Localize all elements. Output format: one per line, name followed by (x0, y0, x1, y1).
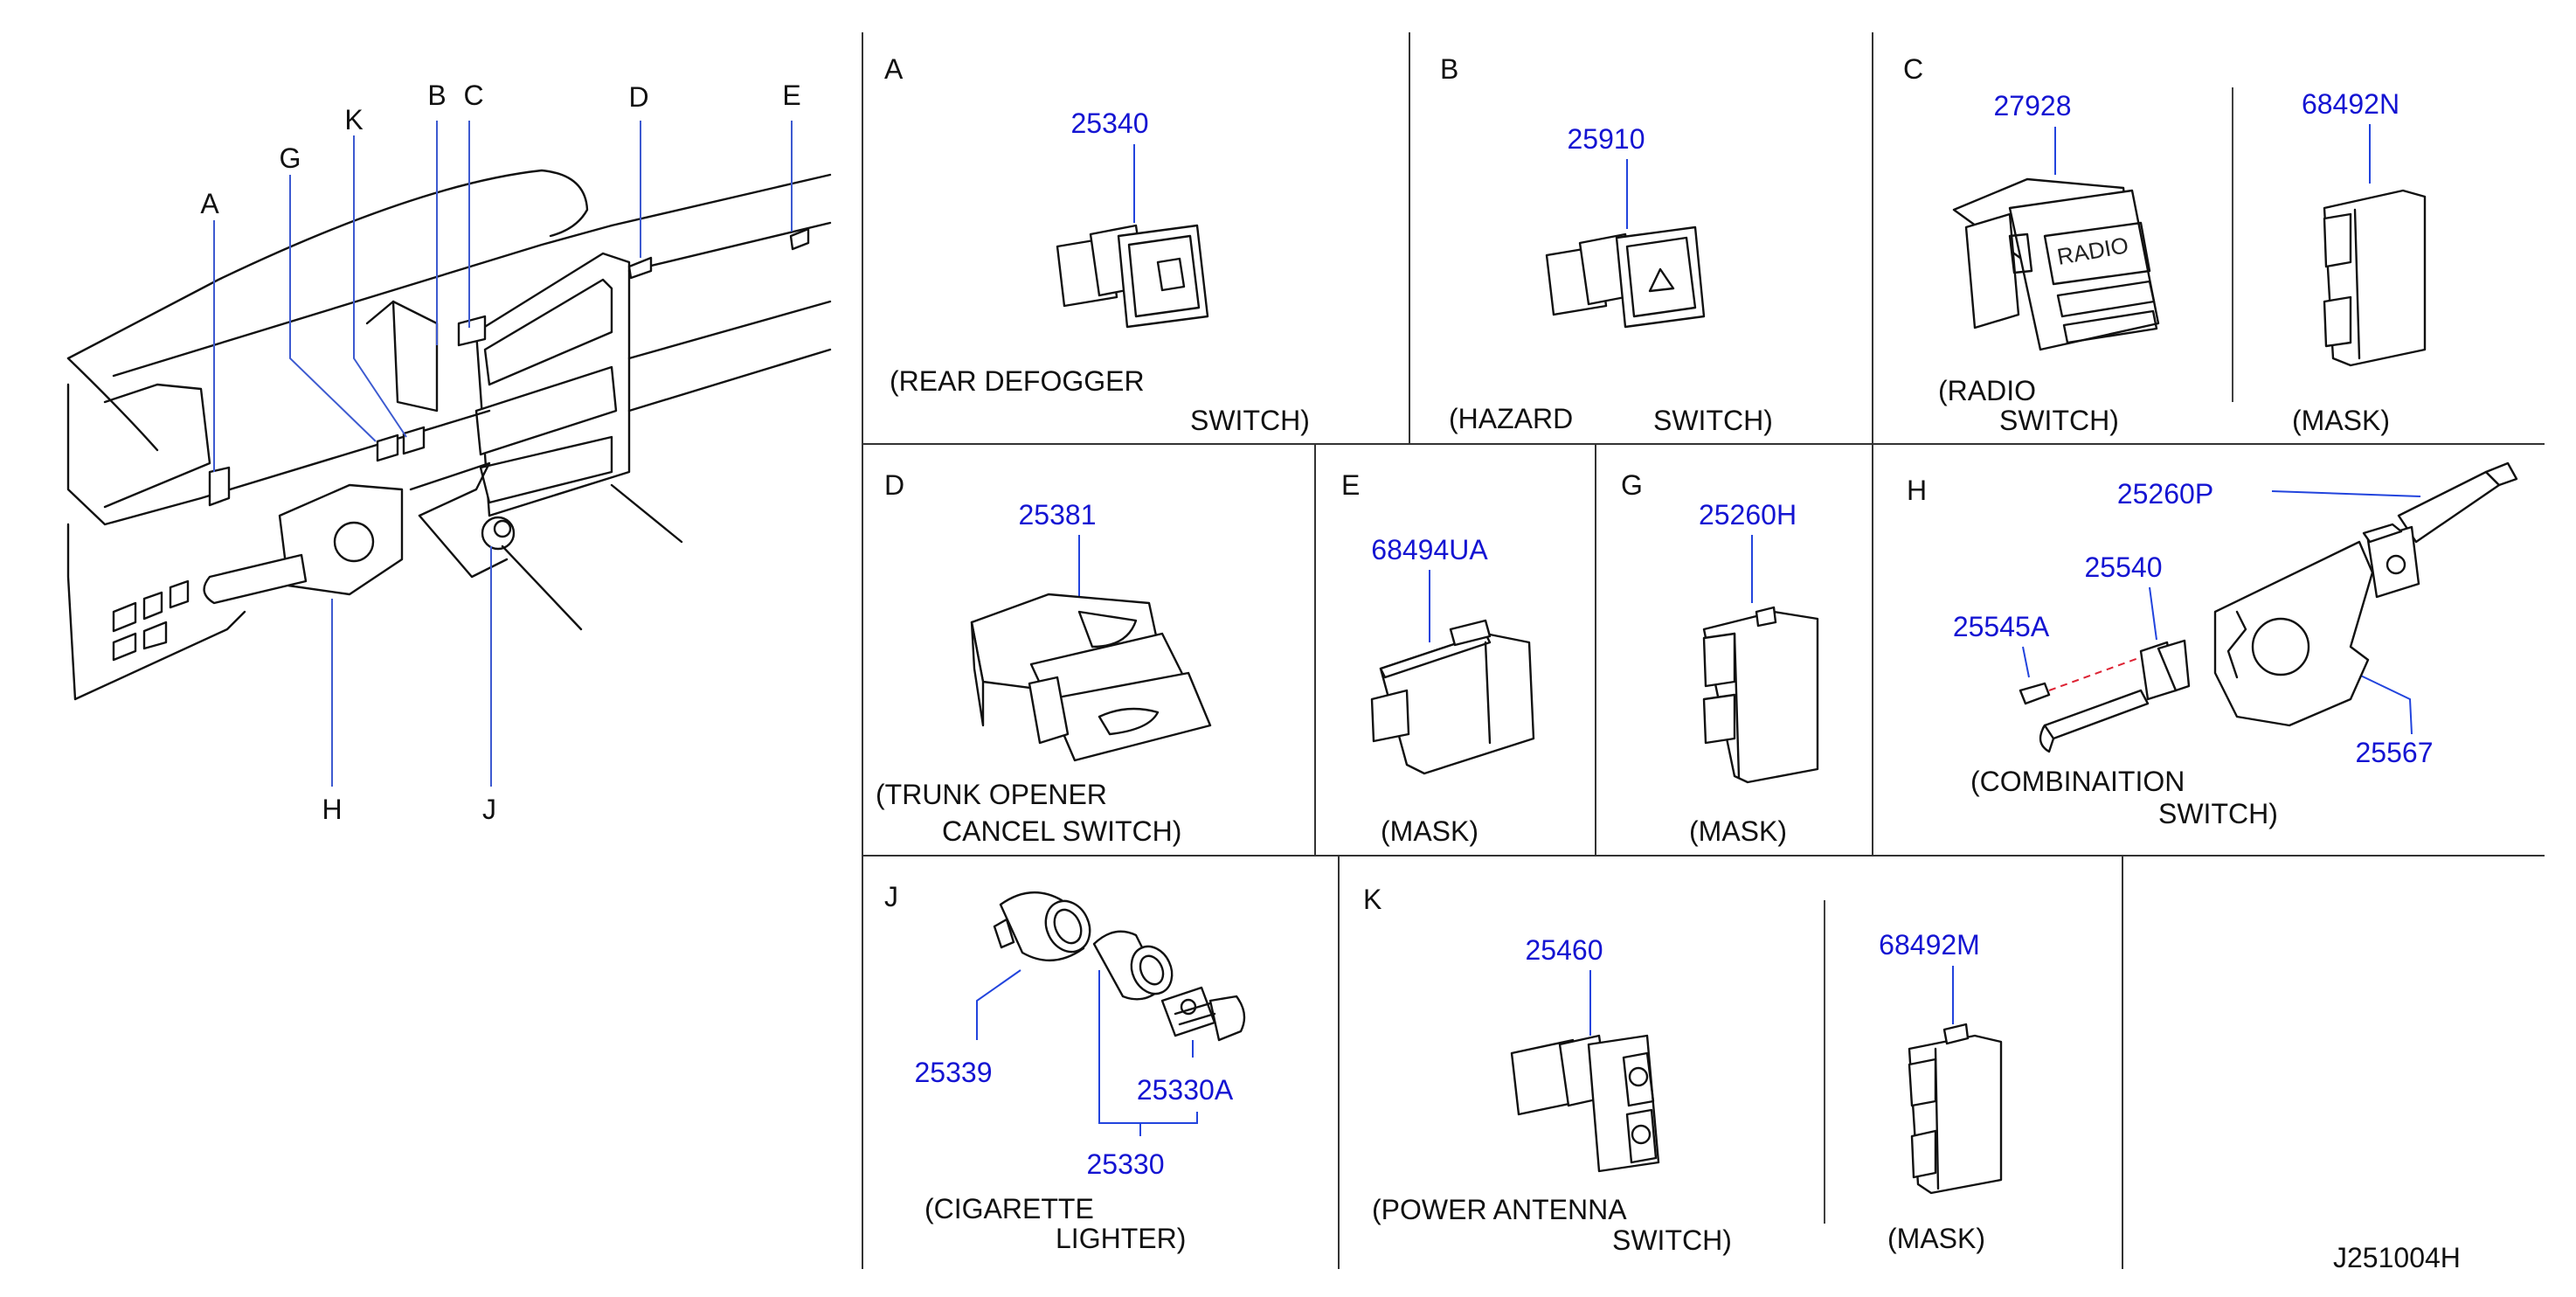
panel-letter: C (1903, 53, 1923, 85)
callout-D: D (628, 81, 648, 113)
part-number-25339: 25339 (915, 1057, 993, 1088)
part-number-25330: 25330 (1087, 1148, 1165, 1180)
overview-callouts: A B C D E G H J K (200, 80, 800, 825)
caption-line1: (MASK) (1689, 815, 1787, 847)
caption-line2: SWITCH) (1999, 405, 2119, 436)
panel-letter: J (884, 881, 898, 912)
callout-B: B (427, 80, 446, 111)
panel-grid (862, 32, 2545, 1269)
caption-line1: (REAR DEFOGGER (890, 365, 1145, 397)
part-number: 68494UA (1371, 534, 1488, 565)
callout-H: H (322, 794, 342, 825)
caption-line1: (RADIO (1938, 375, 2036, 406)
panel-A: A 25340 (REAR DEFOGGER SWITCH) (884, 53, 1310, 436)
caption-line2: SWITCH) (1190, 405, 1310, 436)
dashboard-overview (66, 169, 832, 701)
panel-H: H 25260P 25540 25545A 25567 (1907, 461, 2518, 829)
caption-line2: LIGHTER) (1056, 1223, 1186, 1254)
callout-A: A (200, 188, 219, 219)
hazard-switch-drawing (1545, 225, 1706, 329)
panel-letter: E (1341, 469, 1360, 501)
panel-J: J 25339 25330A 25330 (CIGARETTE LIGHTER) (884, 881, 1246, 1254)
part-number: 25340 (1071, 108, 1149, 139)
caption-line1: (HAZARD (1449, 403, 1573, 434)
part-number-mask: 68492M (1879, 929, 1980, 961)
caption-line1: (MASK) (1381, 815, 1478, 847)
panel-G: G 25260H (MASK) (1621, 469, 1819, 847)
part-number: 25910 (1568, 123, 1645, 155)
panel-B: B 25910 (HAZARD SWITCH) (1440, 53, 1773, 436)
panel-letter: K (1363, 884, 1381, 915)
caption-line2: CANCEL SWITCH) (942, 815, 1181, 847)
trunk-opener-switch-drawing (970, 593, 1212, 762)
part-number-25260P: 25260P (2117, 478, 2213, 510)
diagram-id: J251004H (2333, 1242, 2461, 1273)
panel-letter: A (884, 53, 904, 85)
radio-switch-drawing: RADIO (1952, 177, 2160, 351)
panel-letter: D (884, 469, 904, 501)
caption-mask: (MASK) (2292, 405, 2390, 436)
combination-switch-drawing (2019, 461, 2518, 753)
caption-mask: (MASK) (1887, 1223, 1985, 1254)
callout-E: E (782, 80, 800, 111)
panel-letter: G (1621, 469, 1643, 501)
rear-defogger-switch-drawing (1056, 224, 1209, 329)
part-number: 25460 (1526, 934, 1603, 966)
mask-drawing (2323, 189, 2427, 367)
overview-leaders (213, 121, 793, 787)
mask-drawing (1908, 1023, 2003, 1195)
part-number-25330A: 25330A (1137, 1074, 1234, 1106)
caption-line1: (CIGARETTE (924, 1193, 1094, 1224)
part-number-mask: 68492N (2302, 88, 2399, 120)
callout-G: G (280, 142, 301, 174)
part-number: 27928 (1994, 90, 2072, 121)
cigarette-lighter-drawing (993, 891, 1246, 1042)
part-number: 25260H (1699, 499, 1797, 531)
callout-K: K (344, 104, 363, 135)
panel-K: K 25460 68492M (POWER ANTENNA SWITCH) (M… (1363, 884, 2003, 1256)
panel-D: D 25381 (TRUNK OPENER CANCEL SWITCH) (876, 469, 1212, 847)
caption-line1: (TRUNK OPENER (876, 779, 1107, 810)
power-antenna-switch-drawing (1510, 1034, 1660, 1173)
mask-drawing (1370, 619, 1535, 775)
panel-letter: B (1440, 53, 1458, 85)
part-number-25545A: 25545A (1953, 611, 2050, 642)
part-number-25540: 25540 (2085, 551, 2163, 583)
part-number-25567: 25567 (2356, 737, 2434, 768)
caption-line2: SWITCH) (1612, 1224, 1732, 1256)
caption-line1: (POWER ANTENNA (1372, 1194, 1627, 1225)
callout-C: C (463, 80, 483, 111)
caption-line2: SWITCH) (1653, 405, 1773, 436)
part-number: 25381 (1019, 499, 1097, 531)
panel-letter: H (1907, 475, 1927, 506)
caption-line1: (COMBINAITION (1970, 766, 2185, 797)
panel-C: C 27928 RADIO 68492N (RADIO SWITCH) (MAS… (1903, 53, 2427, 436)
caption-line2: SWITCH) (2158, 798, 2278, 829)
mask-drawing (1702, 606, 1819, 784)
panel-E: E 68494UA (MASK) (1341, 469, 1535, 847)
callout-J: J (482, 794, 496, 825)
